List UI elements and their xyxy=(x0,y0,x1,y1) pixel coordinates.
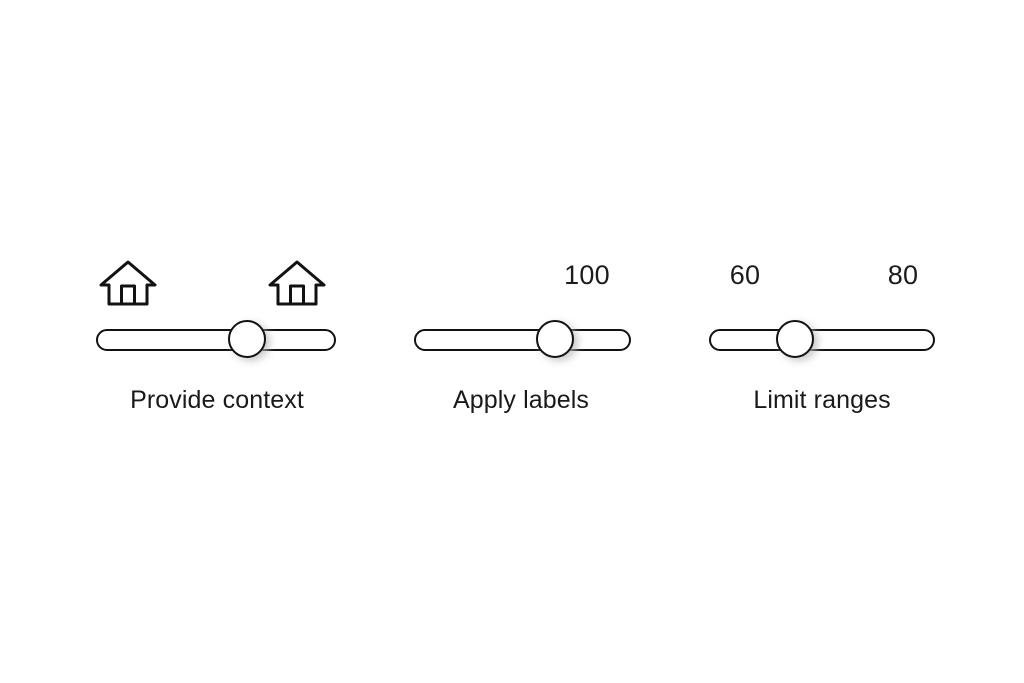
slider-adornments-provide-context xyxy=(96,252,336,314)
house-icon xyxy=(268,258,326,308)
slider-thumb-limit-ranges[interactable] xyxy=(775,320,814,358)
house-icon xyxy=(99,258,157,308)
slider-value-label: 60 xyxy=(729,260,761,290)
slider-track-apply-labels[interactable] xyxy=(414,329,631,351)
slider-thumb-provide-context[interactable] xyxy=(228,320,267,358)
slider-caption-apply-labels: Apply labels xyxy=(452,386,590,414)
slider-track-wrap-apply-labels[interactable] xyxy=(414,314,631,366)
slider-adornments-apply-labels: 100 xyxy=(414,252,631,314)
slider-caption-limit-ranges: Limit ranges xyxy=(753,386,891,414)
slider-track-wrap-limit-ranges[interactable] xyxy=(709,314,935,366)
slider-track-wrap-provide-context[interactable] xyxy=(96,314,336,366)
slider-track-limit-ranges[interactable] xyxy=(709,329,935,351)
slider-track-provide-context[interactable] xyxy=(96,329,336,351)
slider-adornments-limit-ranges: 60 80 xyxy=(709,252,935,314)
slider-value-label: 100 xyxy=(564,260,610,290)
slider-group-provide-context: Provide context xyxy=(96,252,336,414)
slider-thumb-apply-labels[interactable] xyxy=(536,320,575,358)
slider-value-label: 80 xyxy=(887,260,919,290)
slider-caption-provide-context: Provide context xyxy=(130,386,304,414)
